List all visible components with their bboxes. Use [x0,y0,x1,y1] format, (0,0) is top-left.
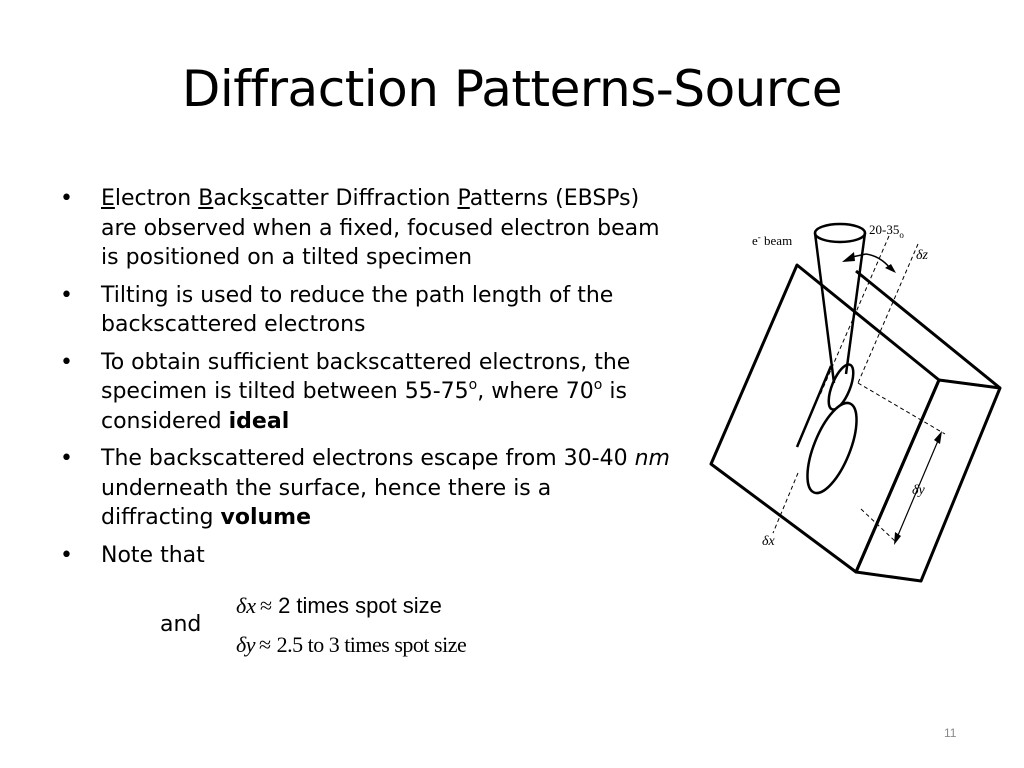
bullet-tilt-angle: • To obtain sufficient backscattered ele… [60,348,670,437]
dx-label: δx [762,534,776,549]
bullet-tilting: • Tilting is used to reduce the path len… [60,281,670,340]
angle-label: 20-35o [869,222,904,240]
text-catter: catter Diffraction [263,186,458,211]
text-ideal-bold: ideal [228,408,290,434]
beam-cone-edge [813,232,836,384]
bullet-list: • Electron Backscatter Diffraction Patte… [60,184,670,578]
page-number: 11 [944,726,957,740]
dy-label: δy [912,483,926,498]
text-ack: ack [213,186,252,211]
text-nm-italic: nm [634,446,670,471]
text-tilt-part3: is considered [101,379,627,434]
initial-b: B [198,186,214,211]
beam-spot-ellipse [827,363,855,411]
initial-s: s [251,186,264,211]
slide-title: Diffraction Patterns-Source [181,60,843,118]
bullet-dot: • [60,349,73,375]
initial-e: E [101,186,115,211]
tilt-angle-arc [865,253,891,269]
beam-label: e- beam [752,232,792,248]
symbol-delta-y: δy [236,632,256,657]
bullet-note: • Note that [60,541,670,571]
ebsd-geometry-diagram: e- beam 20-35o δz δy δx [709,222,1002,583]
text-escape-part1: The backscattered electrons escape from … [101,446,635,471]
arrowhead [894,532,901,545]
volume-cylinder-edge [795,365,833,448]
text-atterns: atterns [469,186,549,211]
text-volume-bold: volume [220,505,312,530]
text-tilt-part2: , where 70 [477,379,594,404]
approx-symbol: ≈ [260,593,273,618]
symbol-delta-x: δx [236,593,256,618]
bullet-dot: • [60,282,73,308]
beam-cone-edge [844,232,867,375]
dashed-line [857,382,946,435]
bullet-ebsp-definition: • Electron Backscatter Diffraction Patte… [60,184,670,273]
volume-cylinder-bottom [806,401,858,495]
degree-superscript: o [468,377,478,393]
text-ebsp-rest: (EBSPs) are observed when a fixed, focus… [101,186,660,270]
specimen-back-edge [855,269,1001,390]
text-note-that: Note that [101,542,205,568]
text-escape-part2: underneath the surface, hence there is a… [101,475,552,531]
degree-superscript: o [593,377,603,393]
formula-dy: δy≈2.5 to 3 times spot size [236,632,467,658]
dy-dimension-line [895,435,941,541]
text-and: and [160,612,202,637]
text-lectron: lectron [114,186,199,211]
formula-dx-text: 2 times spot size [278,593,442,618]
specimen-side-face [854,378,1002,583]
bullet-dot: • [60,542,73,568]
dashed-line [860,508,897,543]
arrowhead [885,264,896,273]
approx-symbol: ≈ [259,632,271,657]
bullet-dot: • [60,446,73,471]
arrowhead [842,252,855,262]
text-tilt-part1: To obtain sufficient backscattered elect… [101,349,631,405]
dz-label: δz [916,248,929,263]
bullet-escape-depth: • The backscattered electrons escape fro… [60,444,670,533]
dashed-line [772,472,799,534]
arrow-line [851,253,867,258]
bullet-dot: • [60,186,73,211]
arrowhead [934,431,942,444]
formula-dy-text: 2.5 to 3 times spot size [276,632,467,657]
formula-dx: δx≈2 times spot size [236,593,442,619]
text-tilting: Tilting is used to reduce the path lengt… [101,282,614,338]
dashed-line [857,243,919,384]
beam-cone-top [813,222,867,244]
initial-p: P [457,186,470,211]
